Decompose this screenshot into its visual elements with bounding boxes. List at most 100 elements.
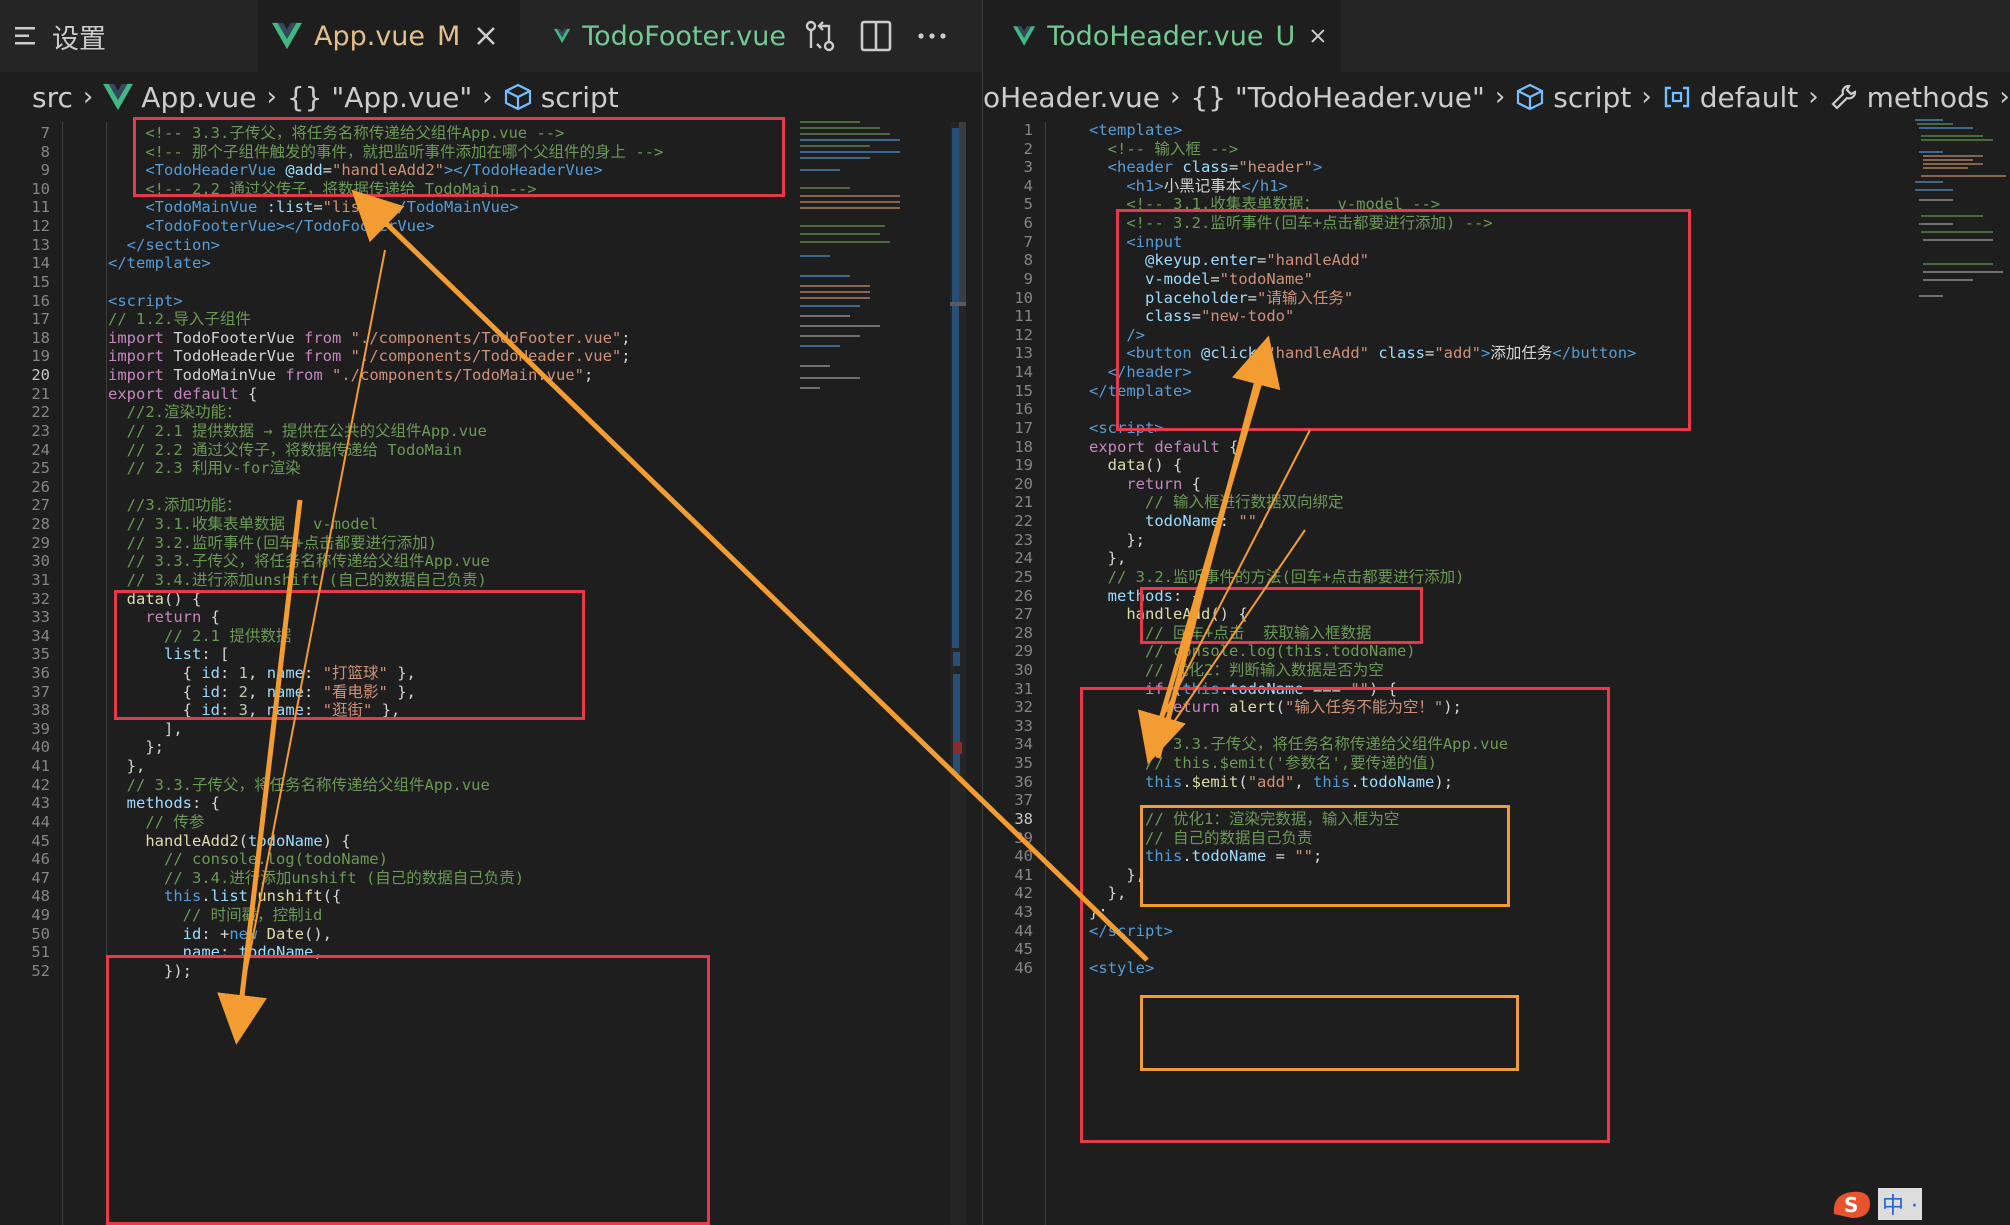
code-line[interactable]: 42 // 3.3.子传父，将任务名称传递给父组件App.vue — [0, 776, 982, 795]
code-line[interactable]: 22 //2.渲染功能： — [0, 403, 982, 422]
code-line[interactable]: 28 // 3.1.收集表单数据 v-model — [0, 515, 982, 534]
vertical-scrollbar[interactable] — [950, 122, 966, 1225]
close-icon[interactable] — [1309, 24, 1327, 48]
code-line[interactable]: 34 // 3.3.子传父，将任务名称传递给父组件App.vue — [983, 735, 2010, 754]
code-line[interactable]: 6 <!-- 3.2.监听事件(回车+点击都要进行添加) --> — [983, 214, 2010, 233]
code-line[interactable]: 3 <header class="header"> — [983, 158, 2010, 177]
code-line[interactable]: 47 // 3.4.进行添加unshift (自己的数据自己负责) — [0, 869, 982, 888]
code-line[interactable]: 9 v-model="todoName" — [983, 270, 2010, 289]
code-line[interactable]: 37 { id: 2, name: "看电影" }, — [0, 683, 982, 702]
code-line[interactable]: 43}; — [983, 903, 2010, 922]
code-line[interactable]: 38 { id: 3, name: "逛街" }, — [0, 701, 982, 720]
code-line[interactable]: 1<template> — [983, 121, 2010, 140]
breadcrumb-item-script[interactable]: script — [1515, 81, 1631, 114]
code-line[interactable]: 33 return { — [0, 608, 982, 627]
code-line[interactable]: 41 }, — [0, 757, 982, 776]
code-line[interactable]: 50 id: +new Date(), — [0, 925, 982, 944]
code-editor[interactable]: 1<template>2 <!-- 输入框 -->3 <header class… — [983, 121, 2010, 1225]
code-line[interactable]: 45 — [983, 940, 2010, 959]
code-line[interactable]: 27 //3.添加功能： — [0, 496, 982, 515]
code-line[interactable]: 36 this.$emit("add", this.todoName); — [983, 773, 2010, 792]
code-line[interactable]: 14 </header> — [983, 363, 2010, 382]
code-line[interactable]: 29 // console.log(this.todoName) — [983, 642, 2010, 661]
code-line[interactable]: 23 // 2.1 提供数据 → 提供在公共的父组件App.vue — [0, 422, 982, 441]
split-editor-icon[interactable] — [858, 18, 894, 54]
code-line[interactable]: 41 }, — [983, 866, 2010, 885]
code-line[interactable]: 29 // 3.2.监听事件(回车+点击都要进行添加) — [0, 534, 982, 553]
code-line[interactable]: 25 // 3.2.监听事件的方法(回车+点击都要进行添加) — [983, 568, 2010, 587]
code-line[interactable]: 25 // 2.3 利用v-for渲染 — [0, 459, 982, 478]
code-line[interactable]: 23 }; — [983, 531, 2010, 550]
code-line[interactable]: 10 placeholder="请输入任务" — [983, 289, 2010, 308]
code-line[interactable]: 39 // 自己的数据自己负责 — [983, 829, 2010, 848]
code-line[interactable]: 28 // 回车+点击 获取输入框数据 — [983, 624, 2010, 643]
breadcrumb-item-file[interactable]: oHeader.vue — [983, 80, 1160, 114]
code-line[interactable]: 35 list: [ — [0, 645, 982, 664]
breadcrumb-item-src[interactable]: src — [32, 80, 73, 114]
code-line[interactable]: 34 // 2.1 提供数据 — [0, 627, 982, 646]
tab-todoheader-vue[interactable]: TodoHeader.vue U — [983, 0, 1341, 72]
code-line[interactable]: 8 @keyup.enter="handleAdd" — [983, 251, 2010, 270]
code-line[interactable]: 26 methods: { — [983, 587, 2010, 606]
code-line[interactable]: 17// 1.2.导入子组件 — [0, 310, 982, 329]
tab-app-vue[interactable]: App.vue M — [258, 0, 520, 72]
code-line[interactable]: 31 if (this.todoName === "") { — [983, 680, 2010, 699]
breadcrumb-item-module[interactable]: {} "App.vue" — [286, 80, 473, 114]
code-line[interactable]: 9 <TodoHeaderVue @add="handleAdd2"></Tod… — [0, 161, 982, 180]
code-line[interactable]: 4 <h1>小黑记事本</h1> — [983, 177, 2010, 196]
code-line[interactable]: 5 <!-- 3.1.收集表单数据： v-model --> — [983, 195, 2010, 214]
code-line[interactable]: 38 // 优化1：渲染完数据，输入框为空 — [983, 810, 2010, 829]
code-line[interactable]: 7 <input — [983, 233, 2010, 252]
code-line[interactable]: 30 // 3.3.子传父，将任务名称传递给父组件App.vue — [0, 552, 982, 571]
code-line[interactable]: 19 data() { — [983, 456, 2010, 475]
close-icon[interactable] — [474, 24, 498, 48]
code-line[interactable]: 30 // 优化2：判断输入数据是否为空 — [983, 661, 2010, 680]
code-line[interactable]: 33 } — [983, 717, 2010, 736]
code-line[interactable]: 21 // 输入框进行数据双向绑定 — [983, 493, 2010, 512]
code-line[interactable]: 40 }; — [0, 738, 982, 757]
code-line[interactable]: 24 }, — [983, 549, 2010, 568]
code-line[interactable]: 24 // 2.2 通过父传子，将数据传递给 TodoMain — [0, 441, 982, 460]
code-line[interactable]: 14</template> — [0, 254, 982, 273]
code-line[interactable]: 37 — [983, 791, 2010, 810]
code-line[interactable]: 51 name: todoName, — [0, 943, 982, 962]
code-line[interactable]: 35 // this.$emit('参数名',要传递的值) — [983, 754, 2010, 773]
code-line[interactable]: 13 </section> — [0, 236, 982, 255]
code-line[interactable]: 44 // 传参 — [0, 813, 982, 832]
code-line[interactable]: 49 // 时间戳，控制id — [0, 906, 982, 925]
code-line[interactable]: 12 /> — [983, 326, 2010, 345]
code-line[interactable]: 2 <!-- 输入框 --> — [983, 140, 2010, 159]
code-line[interactable]: 45 handleAdd2(todoName) { — [0, 832, 982, 851]
minimap[interactable] — [1913, 116, 2008, 316]
code-line[interactable]: 46<style> — [983, 959, 2010, 978]
code-line[interactable]: 26 — [0, 478, 982, 497]
minimap[interactable] — [790, 116, 940, 396]
code-line[interactable]: 8 <!-- 那个子组件触发的事件，就把监听事件添加在哪个父组件的身上 --> — [0, 143, 982, 162]
code-line[interactable]: 11 class="new-todo" — [983, 307, 2010, 326]
code-line[interactable]: 36 { id: 1, name: "打篮球" }, — [0, 664, 982, 683]
breadcrumb-item-file[interactable]: App.vue — [103, 81, 256, 114]
code-line[interactable]: 27 handleAdd() { — [983, 605, 2010, 624]
tab-settings[interactable]: 设置 — [0, 0, 255, 72]
code-line[interactable]: 43 methods: { — [0, 794, 982, 813]
code-line[interactable]: 44</script> — [983, 922, 2010, 941]
tab-todofooter-vue[interactable]: TodoFooter.vue — [540, 0, 800, 72]
breadcrumb-item-script[interactable]: script — [503, 81, 619, 114]
code-line[interactable]: 39 ], — [0, 720, 982, 739]
code-line[interactable]: 46 // console.log(todoName) — [0, 850, 982, 869]
code-line[interactable]: 32 data() { — [0, 590, 982, 609]
code-line[interactable]: 7 <!-- 3.3.子传父，将任务名称传递给父组件App.vue --> — [0, 124, 982, 143]
more-actions-icon[interactable] — [914, 18, 950, 54]
breadcrumb-item-methods[interactable]: methods — [1829, 81, 1989, 114]
code-line[interactable]: 15</template> — [983, 382, 2010, 401]
compare-changes-icon[interactable] — [802, 18, 838, 54]
code-line[interactable]: 52 }); — [0, 962, 982, 981]
breadcrumb-item-module[interactable]: {} "TodoHeader.vue" — [1190, 80, 1485, 114]
code-line[interactable]: 20 return { — [983, 475, 2010, 494]
code-line[interactable]: 16<script> — [0, 292, 982, 311]
code-line[interactable]: 32 return alert("输入任务不能为空！"); — [983, 698, 2010, 717]
code-line[interactable]: 17<script> — [983, 419, 2010, 438]
code-line[interactable]: 42 }, — [983, 884, 2010, 903]
code-line[interactable]: 48 this.list.unshift({ — [0, 887, 982, 906]
